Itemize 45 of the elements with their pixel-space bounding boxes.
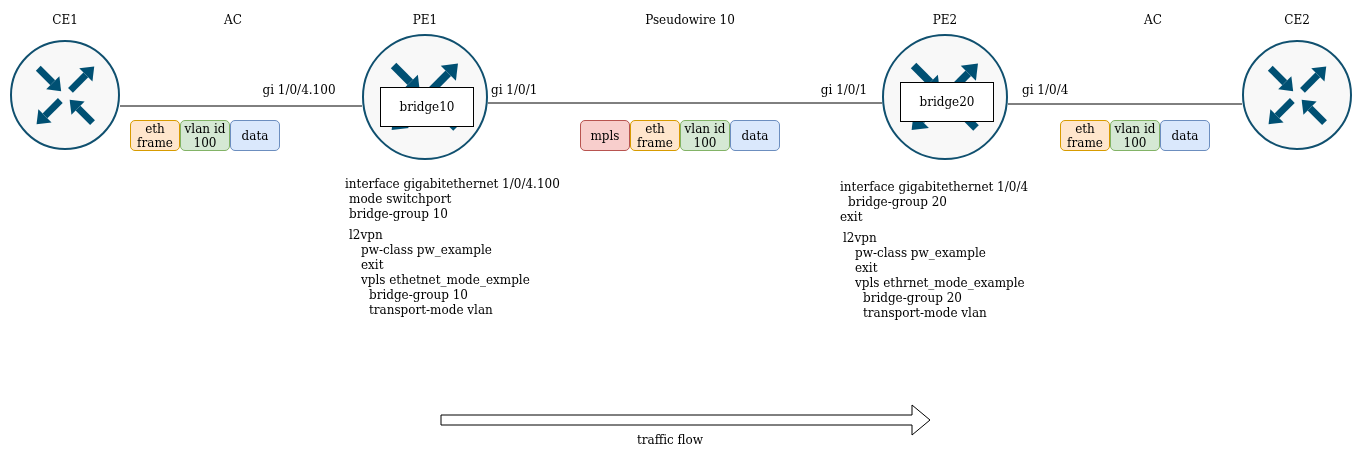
config-line: exit — [855, 261, 879, 276]
node-title: CE2 — [1284, 12, 1310, 28]
node-title: CE1 — [52, 12, 78, 28]
config-line: transport-mode vlan — [369, 303, 494, 318]
frame-field: mpls — [580, 120, 630, 151]
config-line: pw-class pw_example — [361, 243, 493, 258]
config-line: bridge-group 20 — [848, 195, 948, 210]
config-line: l2vpn — [843, 231, 878, 246]
config-line: bridge-group 10 — [369, 288, 469, 303]
config-line: exit — [361, 258, 385, 273]
config-line: mode switchport — [349, 192, 453, 207]
config-line: pw-class pw_example — [855, 246, 987, 261]
config-line: exit — [840, 210, 864, 225]
text-label: traffic flow — [636, 432, 704, 448]
config-line: transport-mode vlan — [863, 306, 988, 321]
text-label: Pseudowire 10 — [645, 12, 735, 28]
frame-field: data — [730, 120, 780, 151]
text-label: gi 1/0/4.100 — [262, 82, 336, 98]
frame-field: eth frame — [1060, 120, 1110, 151]
text-label: AC — [1144, 12, 1162, 28]
frame-field: vlan id 100 — [1110, 120, 1160, 151]
connection-line — [1007, 103, 1243, 105]
bridge-box: bridge20 — [900, 82, 994, 122]
frame-field: eth frame — [130, 120, 180, 151]
config-line: vpls ethrnet_mode_example — [855, 276, 1026, 291]
text-label: gi 1/0/1 — [820, 82, 868, 98]
config-line: bridge-group 10 — [349, 207, 449, 222]
node-title: PE2 — [932, 12, 958, 28]
frame-field: eth frame — [630, 120, 680, 151]
text-label: gi 1/0/1 — [491, 82, 538, 98]
config-line: bridge-group 20 — [863, 291, 963, 306]
config-line: interface gigabitethernet 1/0/4.100 — [345, 177, 560, 192]
connection-line — [487, 102, 883, 104]
bridge-box: bridge10 — [380, 87, 474, 127]
connection-line — [119, 105, 363, 107]
frame-field: vlan id 100 — [180, 120, 230, 151]
config-line: l2vpn — [349, 228, 384, 243]
frame-field: data — [1160, 120, 1210, 151]
config-line: vpls ethetnet_mode_exmple — [361, 273, 531, 288]
frame-field: vlan id 100 — [680, 120, 730, 151]
config-line: interface gigabitethernet 1/0/4 — [840, 180, 1029, 195]
node-title: PE1 — [412, 12, 438, 28]
text-label: AC — [224, 12, 242, 28]
text-label: gi 1/0/4 — [1022, 82, 1069, 98]
frame-field: data — [230, 120, 280, 151]
